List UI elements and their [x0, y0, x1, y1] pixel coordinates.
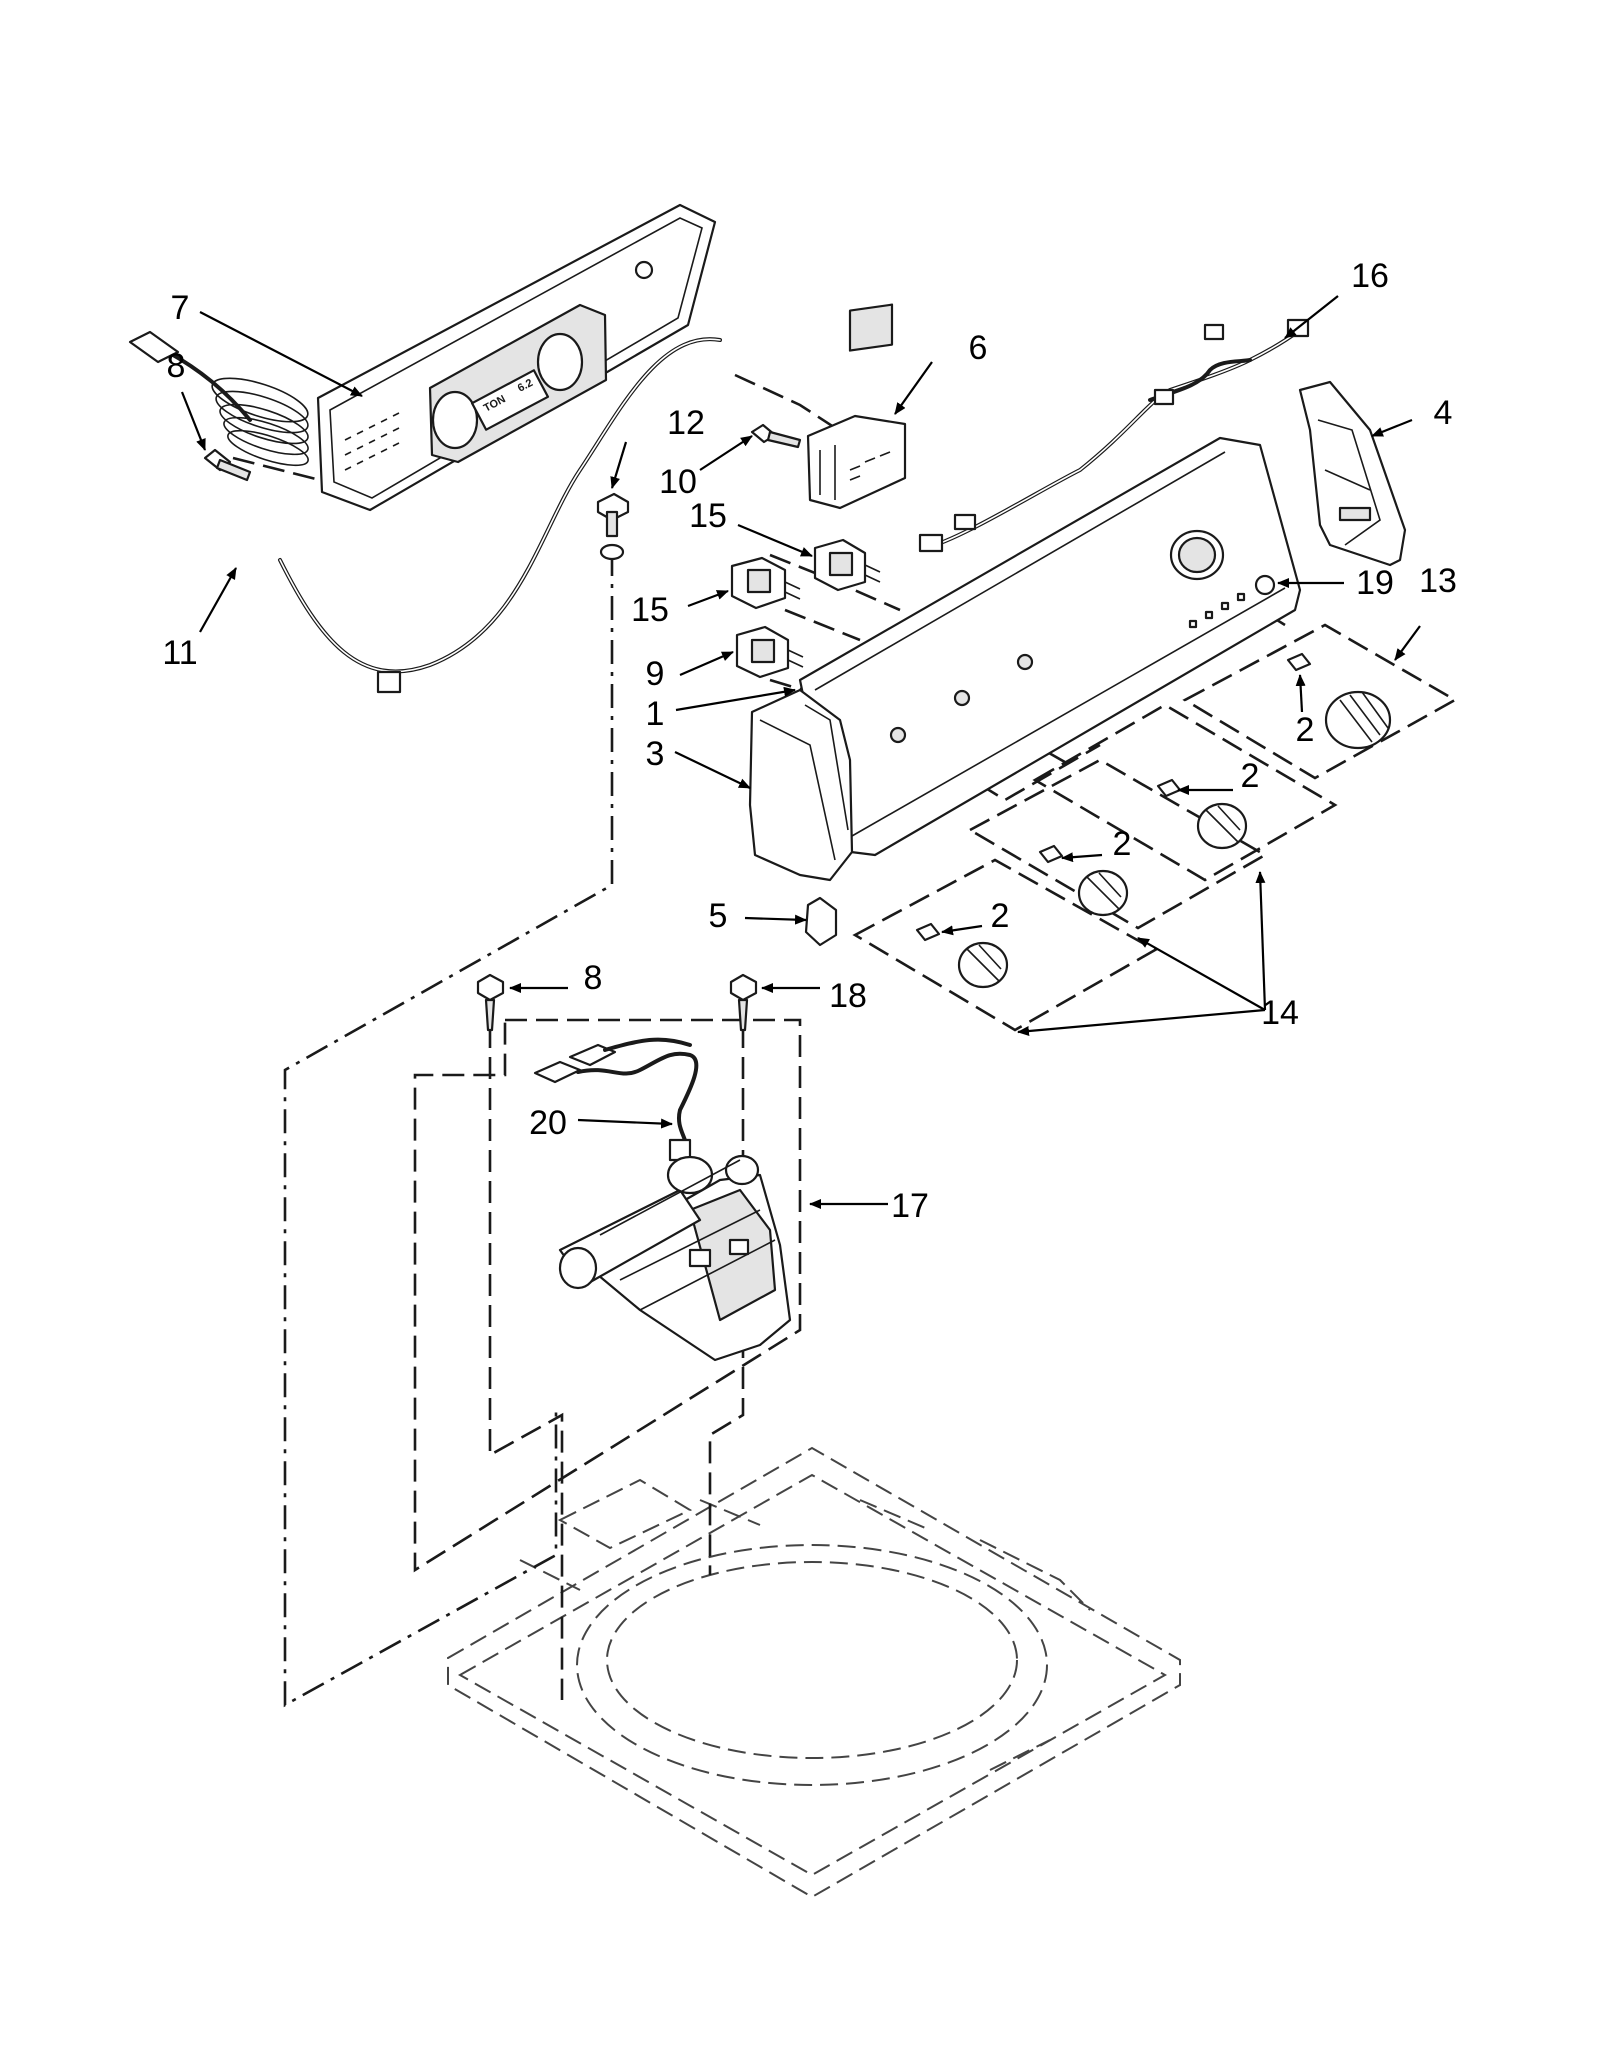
screw-8-lower: [476, 973, 505, 1032]
callout-9: 9: [646, 655, 665, 693]
screw-8-upper: [203, 448, 252, 482]
callout-3: 3: [646, 735, 665, 773]
console: [798, 436, 1302, 857]
insert-2c: [1038, 844, 1064, 864]
callout-4: 4: [1434, 394, 1453, 432]
screw-10: [750, 423, 802, 449]
callouts: 7 8 11 12 10 6 16 4 15 15 9 1 3 19 13 2 …: [162, 257, 1457, 1225]
end-cap-left: [748, 688, 854, 882]
cabinet-top-ghost: [447, 1446, 1181, 1899]
callout-17: 17: [891, 1187, 929, 1225]
rear-console-panel: TON 6.2: [316, 203, 717, 512]
callout-20: 20: [529, 1104, 567, 1142]
callout-8-lower: 8: [584, 959, 603, 997]
insert-2b: [1156, 778, 1182, 798]
callout-5: 5: [709, 897, 728, 935]
switch-15-lower: [730, 556, 801, 610]
callout-15-upper: 15: [689, 497, 727, 535]
callout-7: 7: [171, 289, 190, 327]
console-wire: [278, 337, 722, 694]
callout-18: 18: [829, 977, 867, 1015]
end-cap-right: [1298, 380, 1407, 567]
screw-18: [729, 973, 758, 1032]
callout-2-d: 2: [991, 897, 1010, 935]
callout-15-lower: 15: [631, 591, 669, 629]
callout-16: 16: [1351, 257, 1389, 295]
insert-2a: [1286, 652, 1312, 672]
callout-12: 12: [667, 404, 705, 442]
insert-2d: [915, 922, 941, 942]
valve-wire-harness: [533, 1037, 699, 1162]
knob-13: [1324, 690, 1392, 750]
switch-9: [735, 625, 804, 679]
callout-13: 13: [1419, 562, 1457, 600]
knob-14a: [1196, 802, 1248, 850]
callout-11: 11: [162, 634, 197, 672]
switch-15-upper: [813, 538, 881, 592]
power-cord: [128, 330, 309, 467]
callout-1: 1: [646, 695, 665, 733]
water-inlet-dispenser: [558, 1154, 792, 1362]
callout-2-b: 2: [1241, 757, 1260, 795]
callout-8-upper: 8: [167, 347, 186, 385]
callout-19: 19: [1356, 564, 1394, 602]
screw-12: [596, 492, 630, 561]
leader-lines: [180, 295, 1421, 1209]
callout-10: 10: [659, 463, 697, 501]
knob-14c: [957, 941, 1009, 989]
knob-14b: [1077, 869, 1129, 917]
callout-2-c: 2: [1113, 825, 1132, 863]
clip: [804, 896, 838, 947]
electronic-control: [806, 303, 907, 510]
wire-harness: [918, 318, 1310, 553]
callout-14: 14: [1261, 994, 1299, 1032]
callout-2-a: 2: [1296, 711, 1315, 749]
callout-6: 6: [969, 329, 988, 367]
